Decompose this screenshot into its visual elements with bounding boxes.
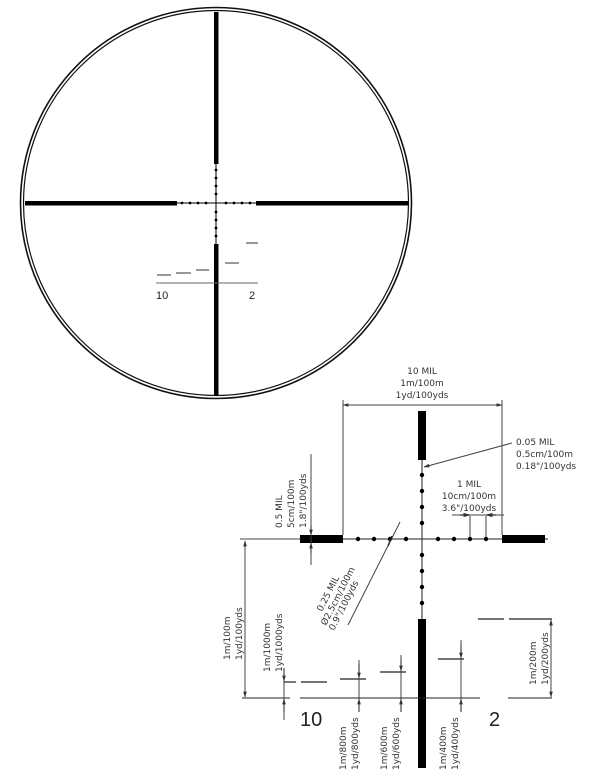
dim-1mil-line2: 10cm/100m — [442, 492, 496, 502]
dim-drop-200-line1: 1m/200m — [529, 642, 539, 685]
dim-drop-400-line2: 1yd/400yds — [451, 717, 461, 770]
dim-drop-100-line2: 1yd/100yds — [235, 607, 245, 660]
dim-drop-800: 1m/800m 1yd/800yds — [339, 660, 361, 770]
detail-left-post — [300, 535, 343, 543]
detail-h-dots — [355, 536, 489, 542]
dim-drop-100: 1m/100m 1yd/100yds — [223, 538, 300, 698]
dim-10mil: 10 MIL 1m/100m 1yd/100yds — [342, 367, 503, 535]
dim-drop-600-line1: 1m/600m — [380, 727, 390, 770]
dim-line-thickness-line2: 0.5cm/100m — [516, 450, 573, 460]
dim-0-5mil-line2: 5cm/100m — [287, 480, 297, 528]
overview-left-post — [25, 201, 177, 206]
overview-reticle: 10 2 — [19, 6, 413, 400]
dim-line-thickness: 0.05 MIL 0.5cm/100m 0.18"/100yds — [423, 438, 576, 472]
overview-h-dots — [180, 201, 252, 205]
overview-range-label-10: 10 — [156, 290, 168, 302]
detail-v-dots — [419, 472, 425, 606]
detail-holdover-bars — [284, 618, 552, 683]
scope-outer-ring — [19, 6, 413, 400]
overview-holdover-bars — [157, 242, 258, 276]
dim-10mil-line1: 10 MIL — [407, 367, 437, 377]
dim-0-5mil-line3: 1.8"/100yds — [299, 473, 309, 528]
detail-range-label-2: 2 — [489, 709, 500, 731]
dim-drop-400-line1: 1m/400m — [439, 727, 449, 770]
dim-10mil-line3: 1yd/100yds — [396, 391, 449, 401]
dim-10mil-line2: 1m/100m — [400, 379, 443, 389]
dim-line-thickness-line1: 0.05 MIL — [516, 438, 554, 448]
overview-top-post — [214, 12, 219, 164]
dim-drop-200-line2: 1yd/200yds — [541, 632, 551, 685]
dim-1mil: 1 MIL 10cm/100m 3.6"/100yds — [442, 480, 504, 537]
dim-drop-100-line1: 1m/100m — [223, 617, 233, 660]
dim-drop-800-line1: 1m/800m — [339, 727, 349, 770]
dim-drop-400: 1m/400m 1yd/400yds — [439, 640, 463, 770]
dim-drop-600: 1m/600m 1yd/600yds — [380, 655, 403, 770]
detail-top-post — [418, 411, 426, 460]
dim-drop-1000: 1m/1000m 1yd/1000yds — [263, 613, 286, 720]
overview-bottom-post — [214, 244, 219, 396]
dim-drop-600-line2: 1yd/600yds — [392, 717, 402, 770]
detail-range-label-10: 10 — [300, 709, 322, 731]
dim-1mil-line1: 1 MIL — [457, 480, 481, 490]
dim-0-5mil: 0.5 MIL 5cm/100m 1.8"/100yds — [275, 454, 313, 565]
overview-v-dots — [214, 168, 218, 238]
dim-line-thickness-line3: 0.18"/100yds — [516, 462, 576, 472]
dim-0-5mil-line1: 0.5 MIL — [275, 495, 285, 528]
detail-right-post — [502, 535, 545, 543]
detail-bottom-post — [418, 619, 426, 768]
dim-drop-800-line2: 1yd/800yds — [351, 717, 361, 770]
dim-drop-1000-line2: 1yd/1000yds — [275, 613, 285, 672]
dim-drop-1000-line1: 1m/1000m — [263, 623, 273, 672]
detail-reticle: 10 MIL 1m/100m 1yd/100yds 0.05 MIL 0.5cm… — [223, 367, 576, 770]
overview-right-post — [256, 201, 408, 206]
overview-range-label-2: 2 — [249, 290, 255, 302]
dim-1mil-line3: 3.6"/100yds — [442, 504, 497, 514]
dim-drop-200: 1m/200m 1yd/200yds — [529, 619, 553, 698]
